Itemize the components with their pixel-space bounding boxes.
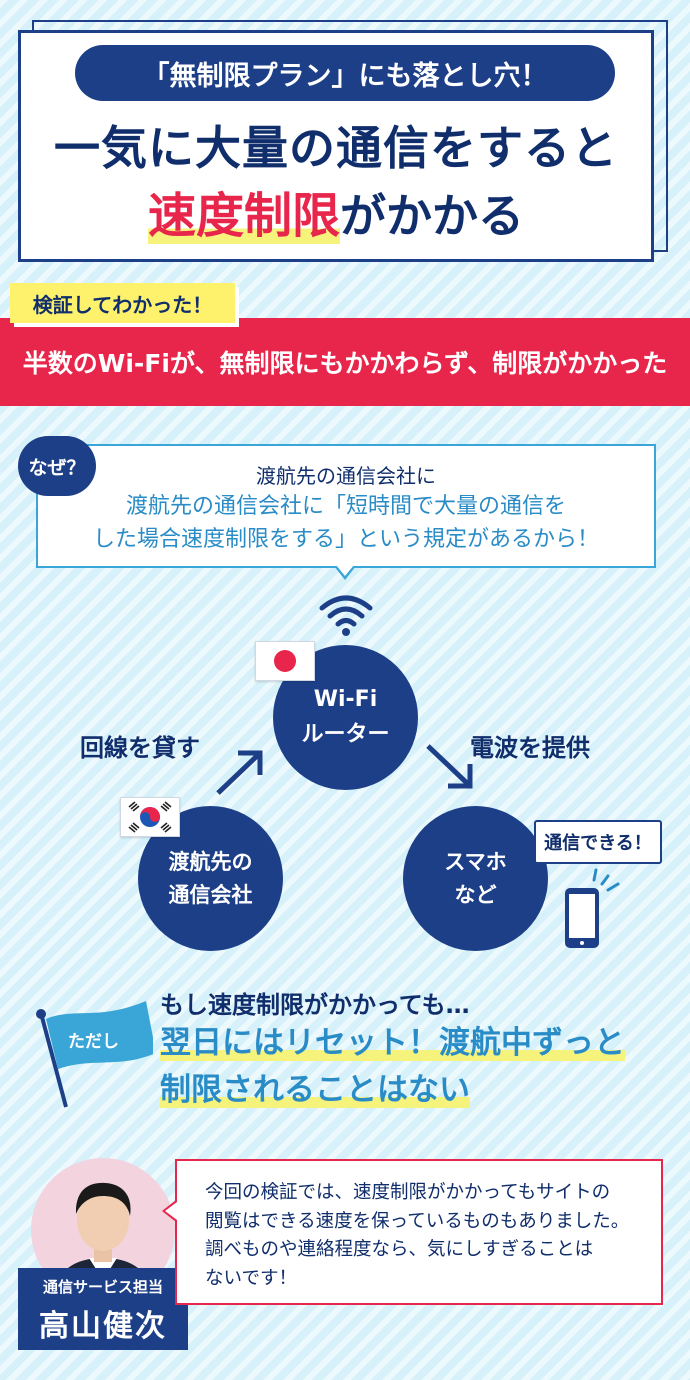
wifi-icon [319, 595, 373, 636]
why-line1: 渡航先の通信会社に [256, 464, 436, 488]
headline-red-text: 速度制限 [147, 188, 340, 244]
phone-label-1: スマホ [444, 849, 507, 874]
lend-line-label: 回線を貸す [80, 734, 200, 762]
tadashi-line1: もし速度制限がかかっても… [160, 991, 470, 1019]
router-label-1: Wi-Fi [313, 687, 378, 713]
japan-flag-icon [255, 641, 315, 681]
phone-label-2: など [454, 882, 497, 907]
carrier-label-1: 渡航先の [168, 849, 253, 874]
speaker-quote: 今回の検証では、速度制限がかかってもサイトの 閲覧はできる速度を保っているものも… [175, 1159, 663, 1305]
headline-line2: 速度制限がかかる [18, 176, 654, 246]
tadashi-flag-icon [36, 1001, 153, 1108]
tadashi-line3: 制限されることはない [160, 1071, 470, 1108]
why-explanation: 渡航先の通信会社に「短時間で大量の通信を した場合速度制限をする」という規定があ… [36, 490, 656, 556]
why-line2: 渡航先の通信会社に「短時間で大量の通信を [125, 494, 566, 519]
speaker-role: 通信サービス担当 [42, 1278, 163, 1296]
quote-line-2: 閲覧はできる速度を保っているものもありました。 [205, 1210, 630, 1232]
arrow-up-right-icon [216, 750, 263, 795]
arrow-down-right-icon [426, 744, 473, 789]
why-bubble-tail-inner [336, 565, 354, 576]
carrier-label-2: 通信会社 [168, 882, 253, 907]
quote-line-3: 調べものや連絡程度なら、気にしすぎることは [205, 1239, 594, 1261]
verify-result-band: 半数のWi-Fiが、無制限にもかかわらず、制限がかかった [0, 318, 690, 406]
speaker-name: 高山健次 [39, 1309, 167, 1344]
header-pill-text: 「無制限プラン」にも落とし穴！ [142, 60, 548, 92]
phone-circle: スマホ など [403, 806, 548, 951]
headline-line1: 一気に大量の通信をすると [54, 121, 618, 175]
quote-tail-inner [165, 1202, 177, 1220]
korea-flag-icon [120, 797, 180, 837]
why-badge: なぜ？ [18, 436, 96, 496]
speaker-name-box: 通信サービス担当 高山健次 [18, 1268, 188, 1350]
tadashi-badge: ただし [68, 1032, 119, 1052]
quote-line-1: 今回の検証では、速度制限がかかってもサイトの [205, 1182, 611, 1203]
why-bubble [36, 444, 656, 568]
why-line3: した場合速度制限をする」という規定があるから！ [92, 527, 599, 552]
provide-signal-label: 電波を提供 [470, 734, 590, 762]
quote-line-4: ないです！ [205, 1268, 297, 1290]
router-label-2: ルーター [301, 721, 390, 747]
header-pill: 「無制限プラン」にも落とし穴！ [75, 45, 615, 101]
tadashi-emphasis: 翌日にはリセット！渡航中ずっと 制限されることはない [160, 1020, 625, 1113]
verify-tag: 検証してわかった！ [10, 283, 235, 323]
verify-result-text: 半数のWi-Fiが、無制限にもかかわらず、制限がかかった [22, 349, 668, 378]
can-connect-bubble: 通信できる！ [534, 820, 662, 864]
tadashi-line2: 翌日にはリセット！渡航中ずっと [160, 1025, 625, 1061]
smartphone-icon [565, 868, 620, 948]
headline-rest-text: がかかる [340, 189, 524, 243]
